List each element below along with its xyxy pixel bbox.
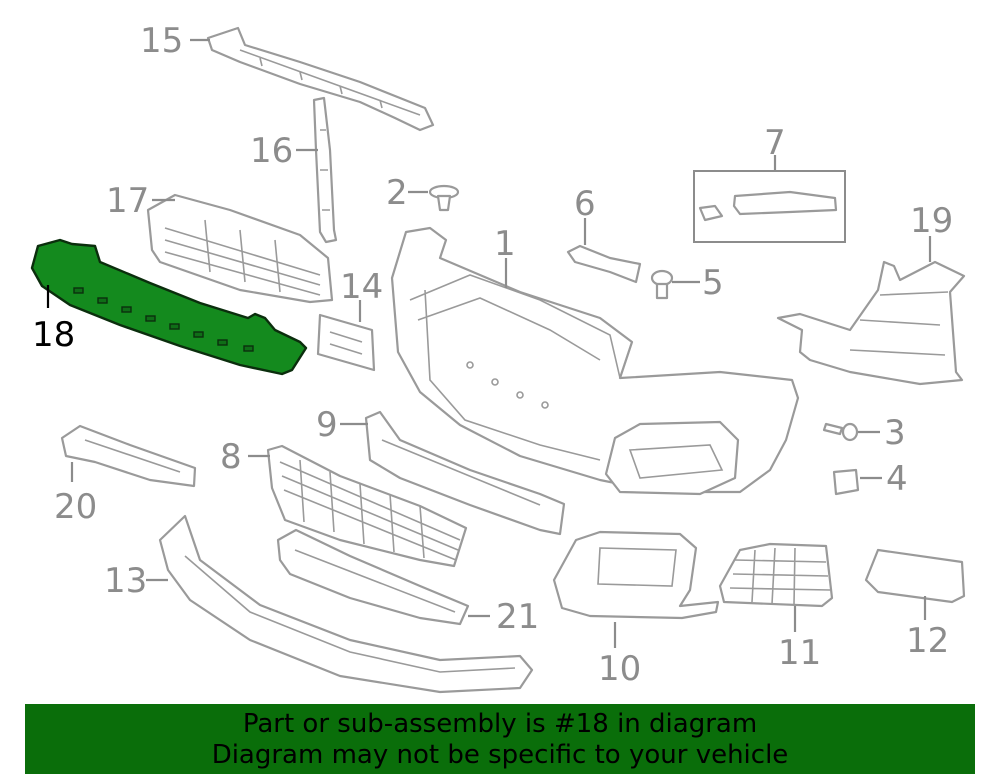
callout-2: 2 xyxy=(386,173,408,213)
callout-11: 11 xyxy=(778,633,821,673)
part-6-side-bracket[interactable] xyxy=(566,244,642,284)
callout-4: 4 xyxy=(886,459,908,499)
part-9-lower-frame[interactable] xyxy=(364,410,566,536)
part-4-clip[interactable] xyxy=(832,468,860,496)
part-17-air-shutter[interactable] xyxy=(146,193,334,304)
part-12-trim-cover[interactable] xyxy=(864,548,966,604)
part-7-bracket-set[interactable] xyxy=(693,170,846,243)
callout-17: 17 xyxy=(106,181,149,221)
callout-1: 1 xyxy=(494,224,516,264)
callout-14: 14 xyxy=(340,267,383,307)
part-15-upper-support[interactable] xyxy=(206,26,435,132)
part-18-bumper-reinforcement[interactable] xyxy=(30,238,308,376)
part-13-lower-spoiler[interactable] xyxy=(158,514,534,694)
callout-12: 12 xyxy=(906,621,949,661)
part-8-lower-grille[interactable] xyxy=(266,444,468,568)
callout-15: 15 xyxy=(140,21,183,61)
part-16-vertical-stay[interactable] xyxy=(312,96,338,244)
leader-lines xyxy=(46,38,932,648)
callout-8: 8 xyxy=(220,437,242,477)
part-14-license-bracket[interactable] xyxy=(316,313,376,372)
banner-line-2: Diagram may not be specific to your vehi… xyxy=(211,740,789,770)
part-1-bumper-cover[interactable] xyxy=(390,226,800,496)
callout-5: 5 xyxy=(702,263,724,303)
callout-20: 20 xyxy=(54,487,97,527)
callout-6: 6 xyxy=(574,184,596,224)
part-20-lower-plate[interactable] xyxy=(60,424,197,488)
callout-7: 7 xyxy=(764,123,786,163)
part-10-fog-garnish[interactable] xyxy=(552,530,720,620)
part-18-mounting-holes xyxy=(73,287,254,352)
part-21-under-cover[interactable] xyxy=(276,528,470,626)
callout-16: 16 xyxy=(250,131,293,171)
banner-line-1: Part or sub-assembly is #18 in diagram xyxy=(242,709,758,739)
callout-10: 10 xyxy=(598,649,641,689)
callout-9: 9 xyxy=(316,405,338,445)
part-2-clip[interactable] xyxy=(428,184,460,212)
callout-3: 3 xyxy=(884,413,906,453)
part-3-bolt[interactable] xyxy=(822,422,859,442)
callout-18: 18 xyxy=(32,315,75,355)
callout-21: 21 xyxy=(496,597,539,637)
part-5-fastener[interactable] xyxy=(650,269,674,300)
callout-13: 13 xyxy=(104,561,147,601)
part-11-side-grille[interactable] xyxy=(718,542,834,608)
info-banner: Part or sub-assembly is #18 in diagram D… xyxy=(25,704,975,774)
part-19-splash-shield[interactable] xyxy=(776,260,966,386)
callout-19: 19 xyxy=(910,201,953,241)
